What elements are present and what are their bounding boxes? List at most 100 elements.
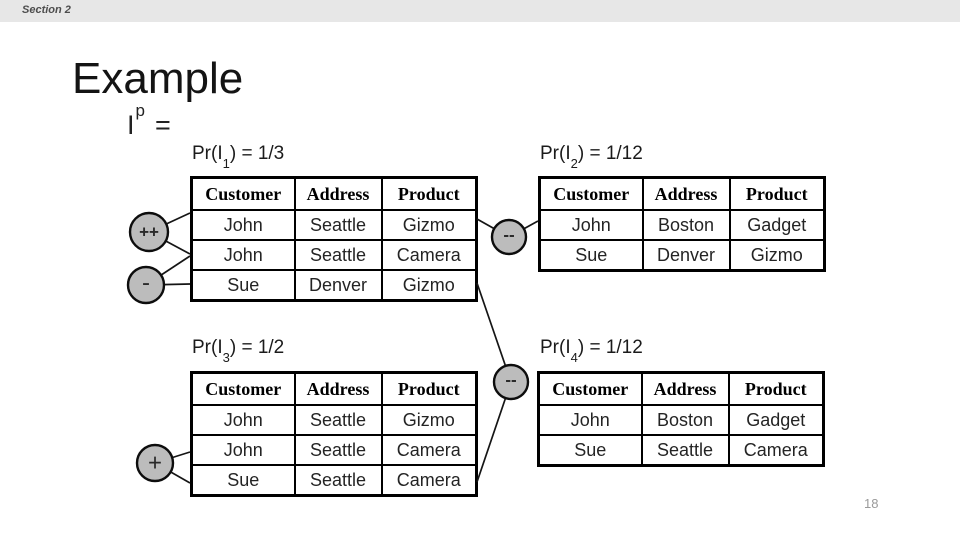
- connector-line: [476, 381, 512, 483]
- column-header: Customer: [190, 176, 296, 211]
- page-number: 18: [864, 496, 879, 511]
- table-cell: John: [190, 209, 296, 241]
- table-cell: Seattle: [293, 239, 383, 271]
- column-header: Product: [380, 176, 478, 211]
- table-cell: Camera: [727, 434, 825, 467]
- page-title: Example: [72, 54, 244, 103]
- column-header: Address: [293, 176, 383, 211]
- formula-base: I: [127, 110, 135, 140]
- table-cell: Camera: [380, 239, 478, 271]
- table-row: John Seattle Camera: [190, 239, 478, 271]
- table-cell: Boston: [641, 209, 731, 241]
- table-cell: Sue: [538, 239, 644, 272]
- table-cell: Gadget: [727, 404, 825, 436]
- table-cell: Sue: [537, 434, 643, 467]
- prob-label-world-2: Pr(I2) = 1/12: [540, 143, 643, 171]
- table-cell: Gizmo: [380, 209, 478, 241]
- table-cell: Gizmo: [380, 404, 478, 436]
- column-header: Address: [641, 176, 731, 211]
- column-header: Customer: [537, 371, 643, 406]
- annotation-circle: [490, 218, 528, 256]
- column-header: Product: [727, 371, 825, 406]
- connector-line: [508, 220, 539, 238]
- column-header: Address: [293, 371, 383, 406]
- prob-suffix: ) = 1/12: [577, 337, 643, 358]
- table-cell: Sue: [190, 464, 296, 497]
- annotation-circle: [126, 265, 166, 305]
- table-header-row: Customer Address Product: [538, 176, 826, 211]
- connector-line: [148, 231, 191, 255]
- column-header: Product: [380, 371, 478, 406]
- connector-line: [154, 451, 191, 464]
- table-row: John Boston Gadget: [538, 209, 826, 241]
- table-row: John Seattle Camera: [190, 434, 478, 466]
- prob-prefix: Pr(I: [192, 143, 223, 164]
- connector-line: [476, 218, 510, 238]
- table-cell: John: [190, 239, 296, 271]
- prob-suffix: ) = 1/12: [577, 143, 643, 164]
- prob-subscript: 3: [222, 349, 230, 365]
- annotation-minus-minus-top: --: [490, 218, 528, 256]
- table-cell: Gizmo: [728, 239, 826, 272]
- annotation-label: ++: [139, 223, 159, 242]
- table-cell: John: [538, 209, 644, 241]
- annotation-label: --: [505, 371, 516, 390]
- table-row: Sue Denver Gizmo: [538, 239, 826, 272]
- world-3-table: Customer Address Product John Seattle Gi…: [190, 371, 478, 497]
- prob-label-world-4: Pr(I4) = 1/12: [540, 337, 643, 365]
- table-cell: Seattle: [640, 434, 730, 467]
- connector-line: [145, 283, 191, 286]
- connector-line: [148, 212, 191, 233]
- table-cell: Seattle: [293, 434, 383, 466]
- connector-line: [476, 282, 512, 383]
- prob-subscript: 2: [570, 155, 578, 171]
- column-header: Address: [640, 371, 730, 406]
- prob-subscript: 4: [570, 349, 578, 365]
- table-row: John Boston Gadget: [537, 404, 825, 436]
- prob-suffix: ) = 1/3: [229, 143, 285, 164]
- table-row: John Seattle Gizmo: [190, 404, 478, 436]
- annotation-label: --: [503, 226, 514, 245]
- table-cell: Sue: [190, 269, 296, 302]
- annotation-circle: [492, 363, 530, 401]
- formula-ip: Ip =: [127, 101, 171, 141]
- column-header: Customer: [190, 371, 296, 406]
- table-row: Sue Seattle Camera: [190, 464, 478, 497]
- table-header-row: Customer Address Product: [190, 176, 478, 211]
- table-cell: John: [190, 434, 296, 466]
- section-label: Section 2: [22, 4, 71, 16]
- connector-line: [145, 255, 191, 286]
- prob-prefix: Pr(I: [540, 337, 571, 358]
- annotation-minus-minus-bottom: --: [492, 363, 530, 401]
- prob-label-world-3: Pr(I3) = 1/2: [192, 337, 285, 365]
- annotation-label: +: [148, 450, 162, 477]
- slide-header-bar: Section 2: [0, 0, 960, 22]
- world-2-table: Customer Address Product John Boston Gad…: [538, 176, 826, 272]
- table-cell: Seattle: [293, 209, 383, 241]
- table-cell: Seattle: [293, 404, 383, 436]
- table-cell: Camera: [380, 464, 478, 497]
- annotation-plus-plus: ++: [128, 211, 170, 253]
- table-cell: Denver: [293, 269, 383, 302]
- prob-prefix: Pr(I: [192, 337, 223, 358]
- table-row: Sue Denver Gizmo: [190, 269, 478, 302]
- table-cell: Gadget: [728, 209, 826, 241]
- table-cell: Boston: [640, 404, 730, 436]
- table-header-row: Customer Address Product: [537, 371, 825, 406]
- table-header-row: Customer Address Product: [190, 371, 478, 406]
- world-1-table: Customer Address Product John Seattle Gi…: [190, 176, 478, 302]
- prob-suffix: ) = 1/2: [229, 337, 285, 358]
- annotation-circle: [135, 443, 175, 483]
- formula-superscript: p: [135, 101, 145, 120]
- column-header: Customer: [538, 176, 644, 211]
- table-cell: John: [190, 404, 296, 436]
- annotation-plus: +: [135, 443, 175, 483]
- formula-equals: =: [154, 110, 171, 140]
- prob-prefix: Pr(I: [540, 143, 571, 164]
- table-cell: Denver: [641, 239, 731, 272]
- annotation-minus: -: [126, 265, 166, 305]
- prob-label-world-1: Pr(I1) = 1/3: [192, 143, 285, 171]
- table-row: Sue Seattle Camera: [537, 434, 825, 467]
- prob-subscript: 1: [222, 155, 230, 171]
